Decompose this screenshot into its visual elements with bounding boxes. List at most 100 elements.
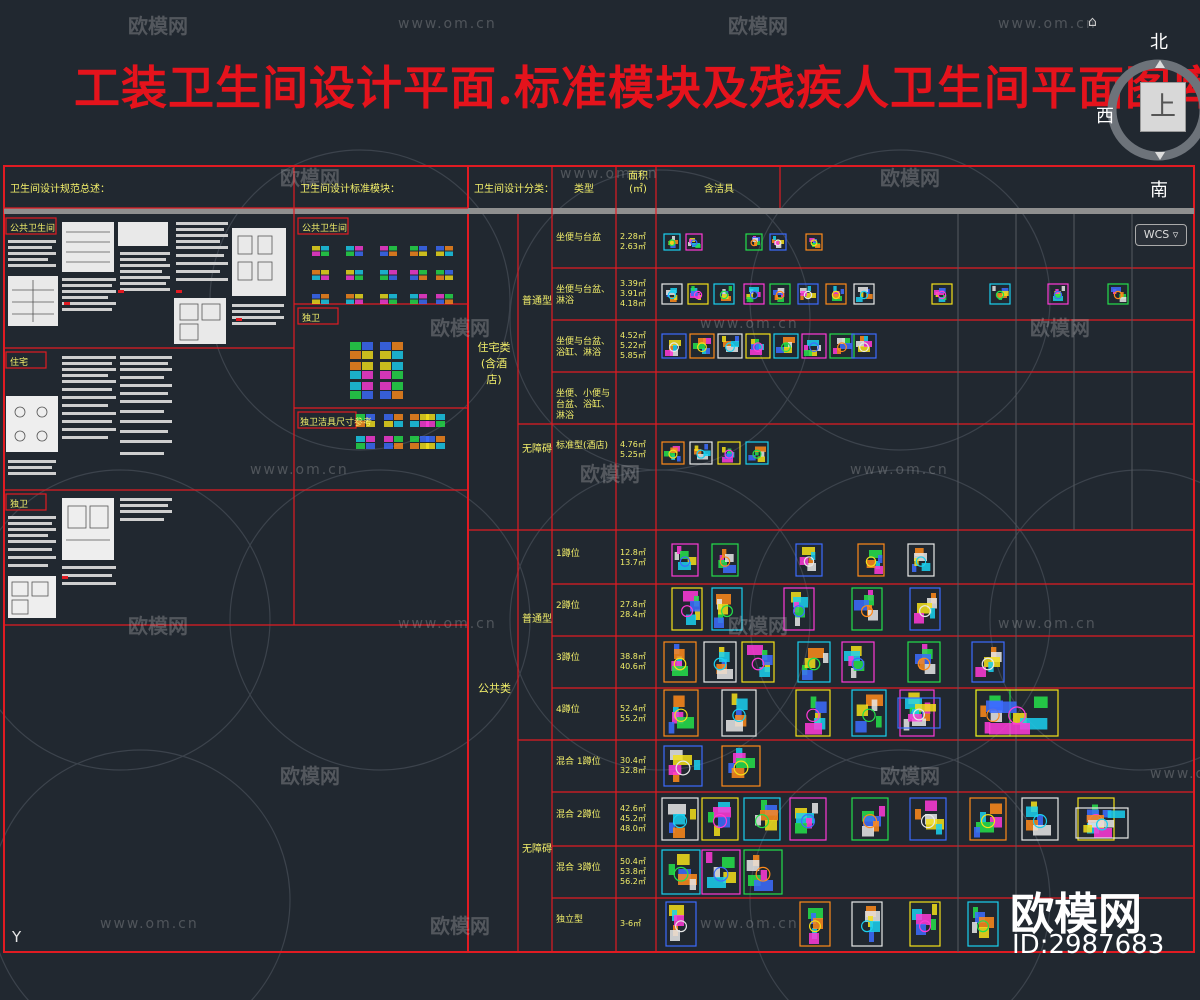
fixture-plan-block — [769, 233, 787, 251]
fixture-plan-block — [1021, 797, 1059, 841]
row-type-label: 独立型 — [556, 915, 584, 925]
row-type-label: 混合 1蹲位 — [556, 757, 601, 767]
row-area-value: 32.8㎡ — [620, 766, 646, 775]
watermark-site: www.om.cn — [560, 166, 659, 182]
subgroup-normal: 普通型 — [522, 296, 552, 307]
module-plan-block — [380, 270, 397, 280]
fixture-plan-block — [797, 641, 831, 683]
fixture-plan-block — [689, 333, 715, 359]
watermark-site: www.om.cn — [100, 916, 199, 932]
fixture-plan-block — [745, 233, 763, 251]
fixture-plan-block — [853, 283, 875, 305]
module-plan-block — [410, 436, 429, 449]
fixture-plan-block — [851, 587, 883, 631]
module-plan-block — [384, 436, 403, 449]
row-area-value: 38.8㎡ — [620, 652, 646, 661]
module-plan-block — [356, 414, 375, 427]
fixture-plan-block — [897, 697, 941, 729]
viewcube-compass[interactable] — [1104, 26, 1200, 186]
module-plan-block — [410, 294, 427, 304]
module-plan-block — [380, 294, 397, 304]
watermark-site: www.om.cn — [700, 916, 799, 932]
row-area-value: 50.4㎡ — [620, 857, 646, 866]
fixture-plan-block — [801, 333, 827, 359]
compass-south[interactable]: 南 — [1150, 180, 1168, 201]
watermark-brand: 欧模网 — [280, 166, 340, 190]
watermark-site: www.om.cn — [998, 616, 1097, 632]
section-residential: 住宅 — [10, 358, 29, 368]
thumbnail-detail-lines — [11, 231, 273, 615]
subgroup-accessible: 无障碍 — [522, 444, 552, 455]
compass-north[interactable]: 北 — [1150, 32, 1168, 53]
module-plan-block — [350, 342, 373, 359]
row-type-label: 标准型(酒店) — [556, 441, 609, 451]
fixture-plan-block — [907, 543, 935, 577]
fixture-plan-thumbnails — [661, 233, 1129, 947]
fixture-plan-block — [663, 689, 699, 737]
module-plan-block — [380, 342, 403, 359]
compass-west[interactable]: 西 — [1096, 106, 1114, 127]
row-area-value: 12.8㎡ — [620, 548, 646, 557]
fixture-plan-block — [721, 689, 757, 737]
fixture-plan-block — [711, 587, 743, 631]
classification-table-grid — [468, 166, 1194, 952]
row-area-value: 28.4㎡ — [620, 610, 646, 619]
fixture-plan-block — [701, 849, 741, 895]
watermark-site: www.om.cn — [1150, 766, 1200, 782]
row-type-label: 1蹲位 — [556, 549, 580, 559]
home-view-icon[interactable]: ⌂ — [1088, 14, 1097, 30]
module-plan-block — [312, 246, 329, 256]
row-area-value: 40.6㎡ — [620, 662, 646, 671]
wcs-label: WCS — [1143, 228, 1170, 241]
fixture-plan-block — [769, 283, 791, 305]
fixture-plan-block — [799, 901, 831, 947]
fixture-plan-block — [745, 441, 769, 465]
fixture-plan-block — [665, 901, 697, 947]
module-plan-block — [350, 382, 373, 399]
fixture-plan-block — [743, 849, 783, 895]
fixture-plan-block — [663, 745, 703, 787]
watermark-brand: 欧模网 — [430, 316, 490, 340]
page-title: 工装卫生间设计平面.标准模块及残疾人卫生间平面图库 — [74, 61, 1200, 115]
fixture-plan-block — [661, 849, 701, 895]
fixture-plan-block — [741, 641, 775, 683]
fixture-plan-block — [795, 689, 831, 737]
group-public: 公共类 — [478, 682, 511, 695]
row-type-label: 混合 2蹲位 — [556, 810, 601, 820]
fixture-plan-block — [851, 797, 889, 841]
fixture-plan-block — [661, 333, 687, 359]
module-plan-block — [436, 270, 453, 280]
left-panel-grid — [4, 166, 468, 626]
watermark-site: www.om.cn — [998, 16, 1097, 32]
row-area-value: 4.18㎡ — [620, 299, 646, 308]
fixture-plan-block — [795, 543, 823, 577]
fixture-plan-block — [975, 689, 1059, 737]
row-area-value: 13.7㎡ — [620, 558, 646, 567]
fixture-plan-block — [989, 283, 1011, 305]
fixture-plan-block — [1075, 807, 1129, 839]
watermark-brand: 欧模网 — [128, 14, 188, 38]
watermark-site: www.om.cn — [850, 462, 949, 478]
row-area-value: 3.39㎡ — [620, 279, 646, 288]
wcs-menu[interactable]: WCS ▿ — [1135, 224, 1187, 246]
module-plan-block — [384, 414, 403, 427]
fixture-plan-block — [969, 797, 1007, 841]
watermark-site: www.om.cn — [700, 316, 799, 332]
table-header-type: 类型 — [574, 184, 594, 195]
fixture-plan-block — [829, 333, 855, 359]
row-area-value: 5.22㎡ — [620, 341, 646, 350]
watermark-brand: 欧模网 — [430, 914, 490, 938]
fixture-plan-block — [671, 587, 703, 631]
fixture-plan-block — [1047, 283, 1069, 305]
standard-module-thumbnails — [312, 246, 453, 449]
construction-circles — [0, 149, 1200, 1000]
row-area-value: 3-6㎡ — [620, 919, 642, 928]
row-area-value: 5.85㎡ — [620, 351, 646, 360]
viewcube-top-face[interactable]: 上 — [1140, 82, 1186, 132]
brand-badge-name: 欧模网 — [1010, 889, 1142, 940]
standard-module-header: 卫生间设计标准模块： — [300, 184, 400, 195]
fixture-plan-block — [773, 333, 799, 359]
row-area-value: 56.2㎡ — [620, 877, 646, 886]
module-plan-block — [312, 294, 329, 304]
